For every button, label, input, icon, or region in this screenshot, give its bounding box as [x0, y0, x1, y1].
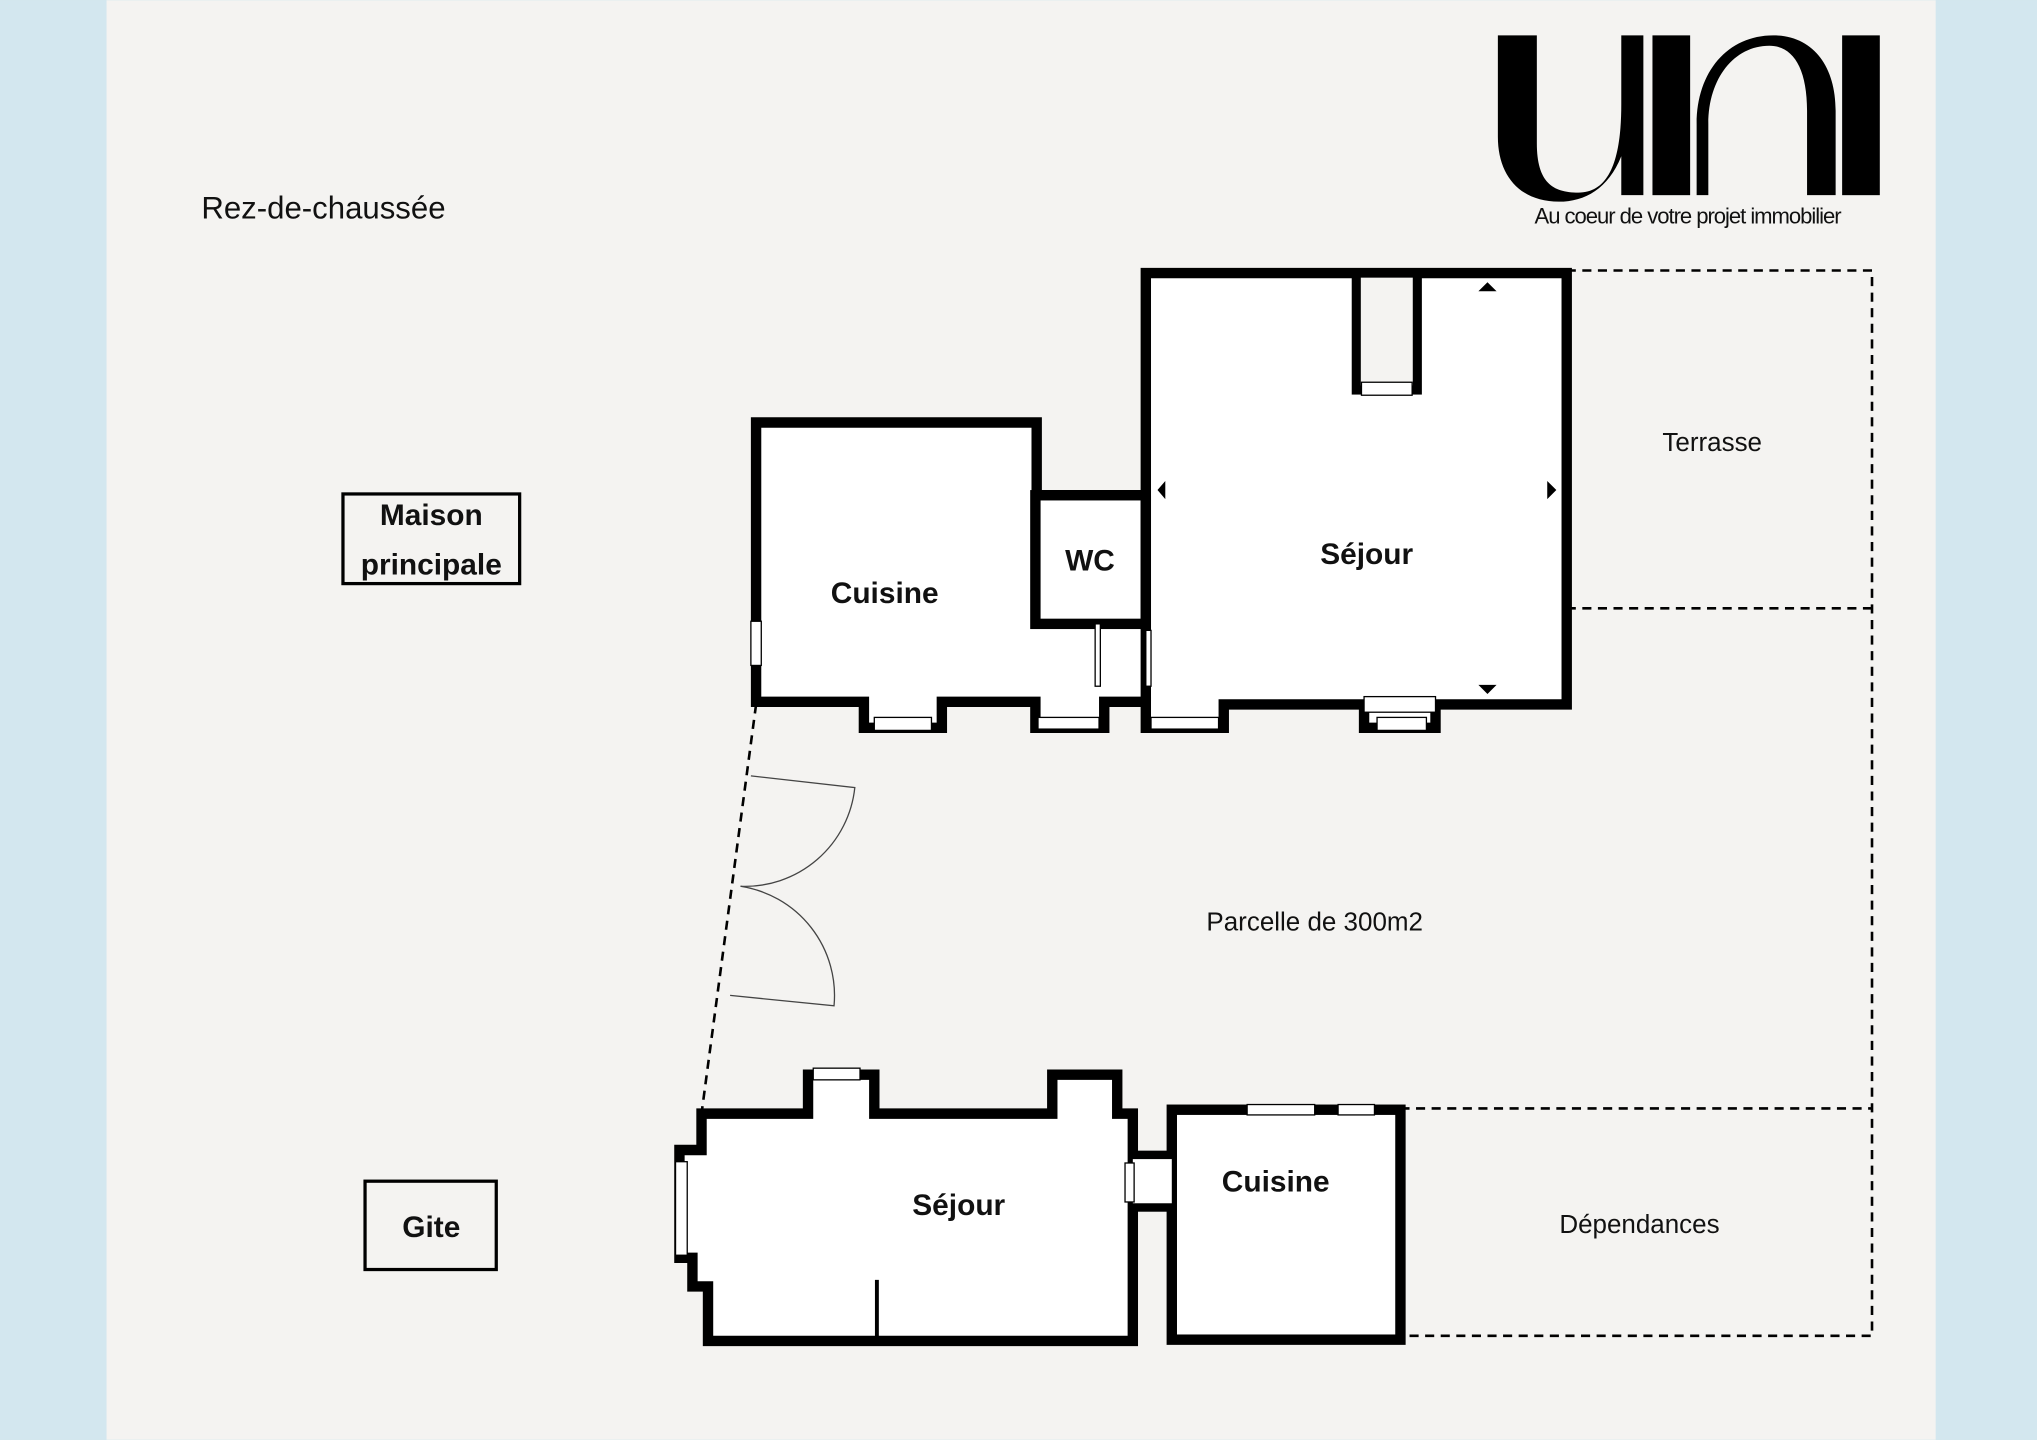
page-title: Rez-de-chaussée: [201, 191, 445, 226]
room-gite-sejour: Séjour: [912, 1189, 1005, 1222]
room-main-wc: WC: [1065, 545, 1115, 578]
parcel-boundary: [700, 269, 1874, 1338]
area-terrasse: Terrasse: [1662, 427, 1762, 457]
main-house-label-line1: Maison: [380, 499, 483, 532]
main-house-label-box: [341, 492, 522, 586]
main-house-label-line2: principale: [361, 549, 502, 582]
main-house: [750, 267, 1572, 733]
gite-label: Gite: [402, 1211, 460, 1244]
gite-label-box: [363, 1179, 498, 1272]
uni-logo: Au coeur de votre projet immobilier: [1497, 35, 1880, 229]
gite-building: [674, 1067, 1406, 1347]
room-main-cuisine: Cuisine: [831, 577, 939, 610]
logo-tagline: Au coeur de votre projet immobilier: [1535, 204, 1842, 229]
room-main-sejour: Séjour: [1320, 538, 1413, 571]
area-parcelle: Parcelle de 300m2: [1206, 906, 1423, 936]
area-dependances: Dépendances: [1559, 1209, 1719, 1239]
gate-door-swing: [730, 775, 856, 1007]
room-gite-cuisine: Cuisine: [1222, 1166, 1330, 1199]
